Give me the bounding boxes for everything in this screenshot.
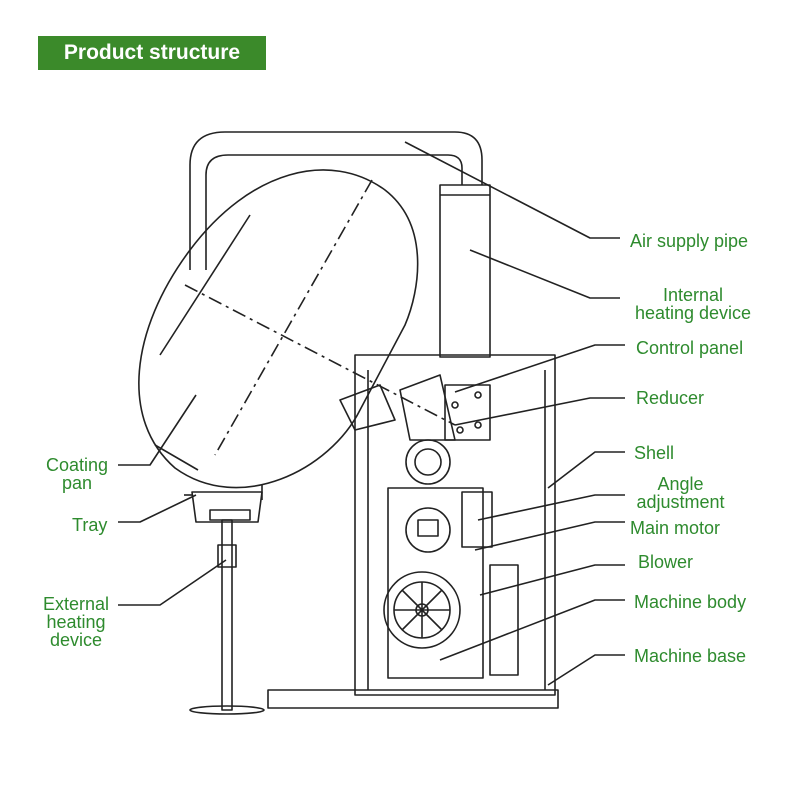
page-title: Product structure bbox=[38, 36, 266, 70]
label-machine-base: Machine base bbox=[634, 646, 747, 666]
machine-base bbox=[267, 689, 559, 709]
machine-body bbox=[387, 487, 484, 679]
label-coating-pan-line1: Coating bbox=[45, 455, 109, 475]
label-internal-heating-line2: heating device bbox=[634, 303, 752, 323]
label-reducer: Reducer bbox=[636, 388, 705, 408]
shell bbox=[354, 354, 556, 696]
label-machine-body: Machine body bbox=[634, 592, 747, 612]
control-panel bbox=[444, 384, 491, 441]
label-air-supply-pipe: Air supply pipe bbox=[630, 231, 749, 251]
air-supply-pipe bbox=[189, 131, 483, 270]
label-angle-line1: Angle bbox=[657, 474, 704, 494]
label-internal-heating-line1: Internal bbox=[662, 285, 724, 305]
label-control-panel: Control panel bbox=[636, 338, 744, 358]
reducer bbox=[399, 374, 456, 441]
main-motor bbox=[461, 491, 493, 548]
label-external-heating-line2: heating bbox=[46, 612, 106, 632]
coating-pan bbox=[138, 169, 419, 489]
label-coating-pan-line2: pan bbox=[61, 473, 93, 493]
label-external-heating-line1: External bbox=[42, 594, 110, 614]
label-tray: Tray bbox=[72, 515, 108, 535]
label-angle-line2: adjustment bbox=[636, 492, 725, 512]
tray bbox=[191, 491, 263, 523]
internal-heating-device bbox=[439, 184, 491, 358]
label-main-motor: Main motor bbox=[630, 518, 721, 538]
external-heating-device bbox=[221, 519, 233, 711]
label-external-heating-line3: device bbox=[49, 630, 103, 650]
blower bbox=[383, 571, 461, 649]
label-shell: Shell bbox=[634, 443, 675, 463]
label-blower: Blower bbox=[638, 552, 694, 572]
